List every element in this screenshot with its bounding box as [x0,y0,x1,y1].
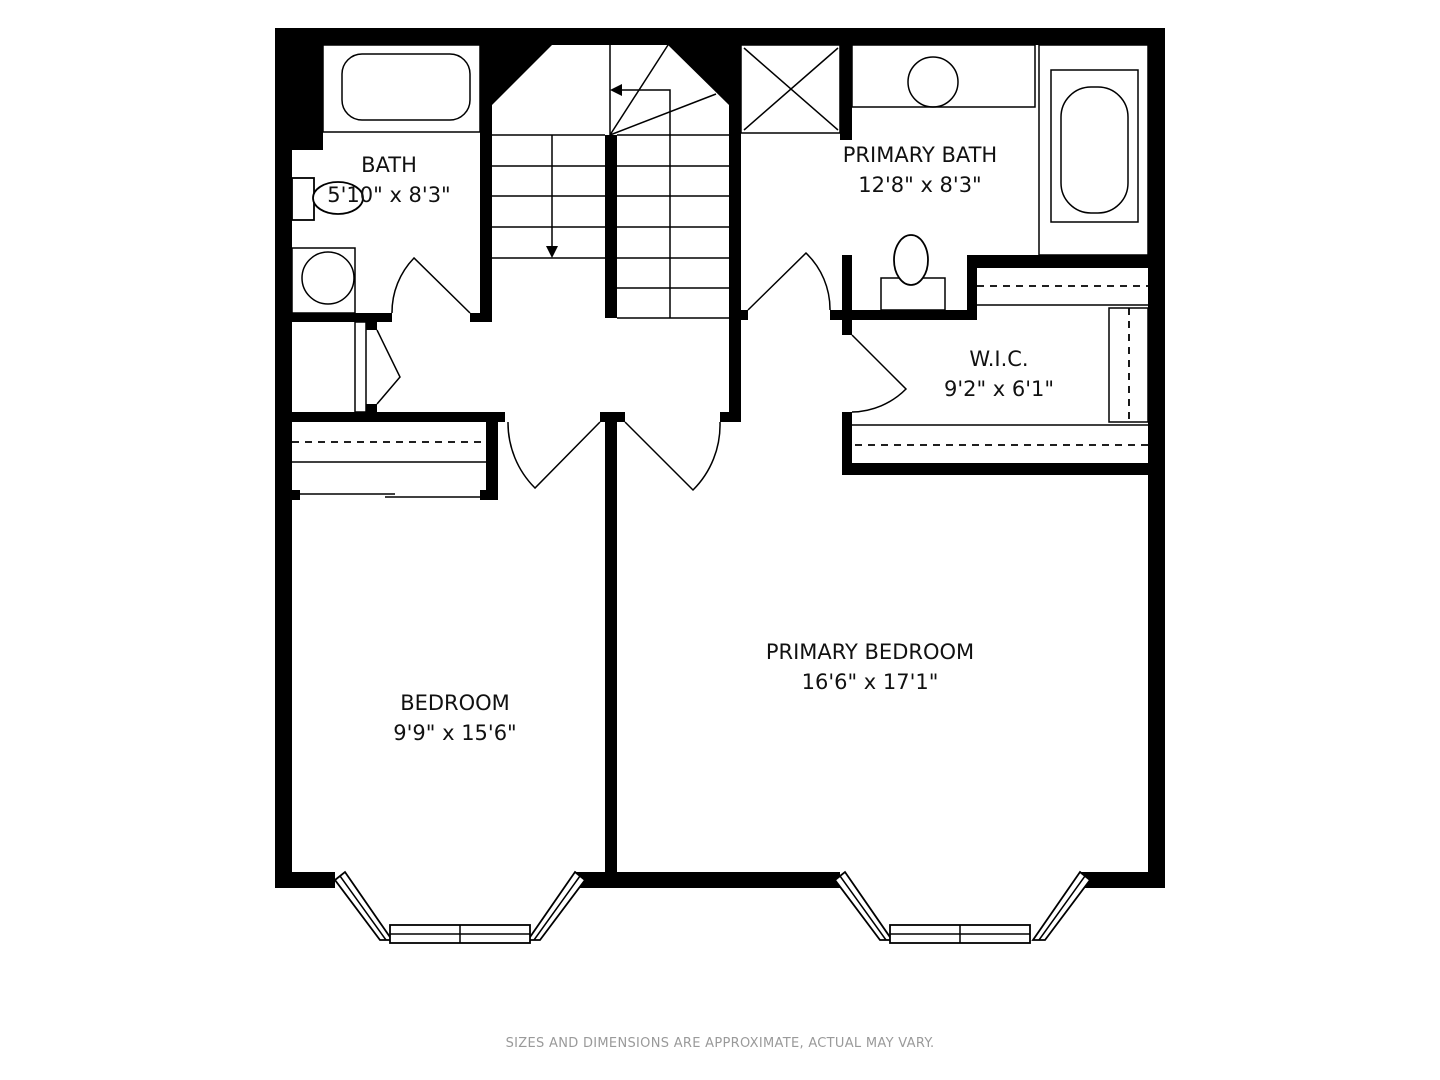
toilet-icon [893,234,929,286]
room-labels: BATH 5'10" x 8'3" PRIMARY BATH 12'8" x 8… [327,143,1054,745]
bath-fixtures [291,44,481,314]
doors [300,251,908,498]
shower-icon [740,44,841,134]
bedroom-size: 9'9" x 15'6" [393,721,516,745]
toilet-icon [291,177,315,221]
walls [275,28,1165,888]
closet-shelves [292,285,1149,463]
wic-size: 9'2" x 6'1" [944,377,1054,401]
bath-name: BATH [361,153,417,177]
primary-bedroom-name: PRIMARY BEDROOM [766,640,974,664]
disclaimer: SIZES AND DIMENSIONS ARE APPROXIMATE, AC… [506,1036,935,1051]
stairs-up-arrow-icon [610,84,622,96]
stairs [492,44,729,319]
sink-icon [907,56,959,108]
bath-size: 5'10" x 8'3" [327,183,450,207]
bathtub-icon [1060,86,1129,214]
stairs-down-arrow-icon [546,246,558,258]
bay-window-bedroom [333,870,587,944]
primary-bath-fixtures [740,44,1149,311]
primary-bath-size: 12'8" x 8'3" [858,173,981,197]
bay-window-primary-bedroom [833,870,1092,944]
primary-bath-name: PRIMARY BATH [843,143,997,167]
wic-name: W.I.C. [969,347,1028,371]
bathtub-icon [341,53,471,121]
primary-bedroom-size: 16'6" x 17'1" [802,670,939,694]
sink-icon [301,251,355,305]
bedroom-name: BEDROOM [400,691,510,715]
